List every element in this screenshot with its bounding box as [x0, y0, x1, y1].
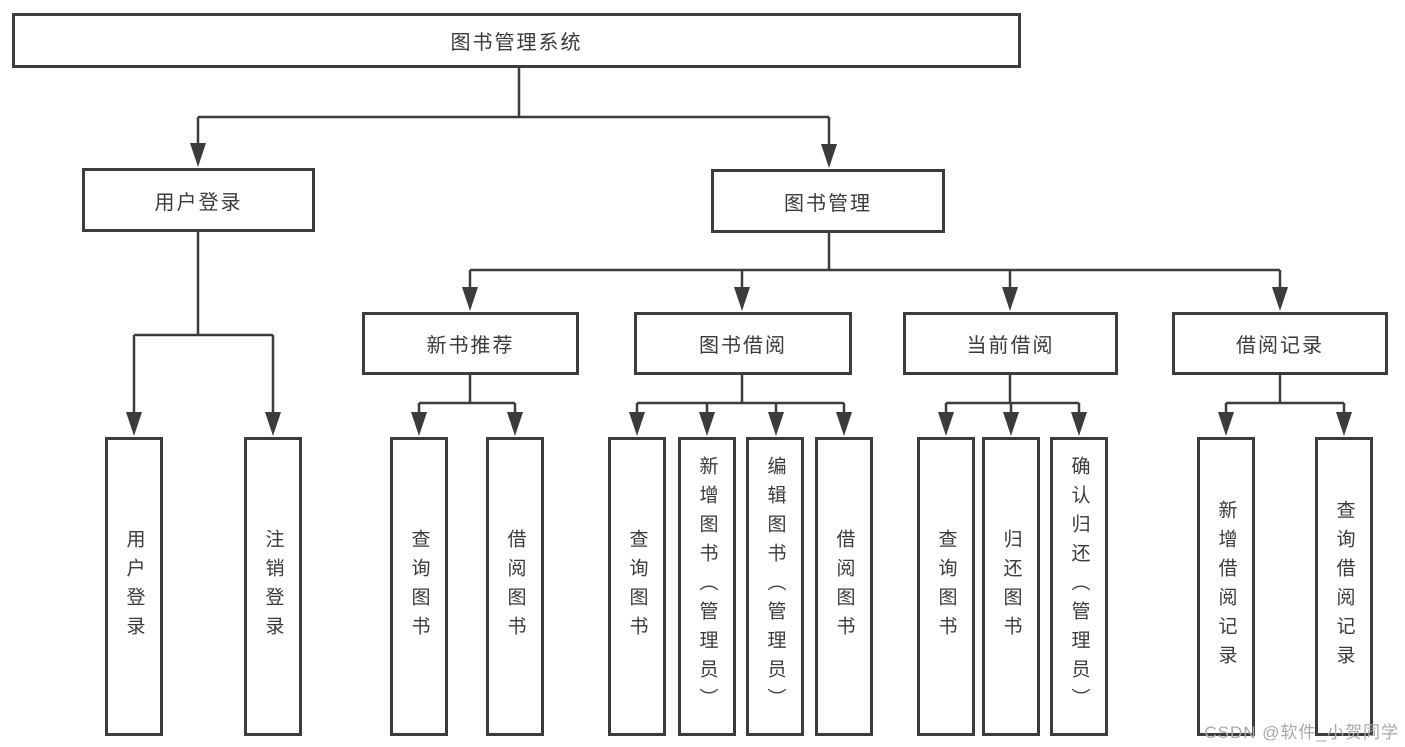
- leaf-recommend-borrow-books: 借阅图书: [486, 437, 544, 736]
- leaf-recommend-query-books: 查询图书: [390, 437, 448, 736]
- node-book-management: 图书管理: [711, 169, 945, 233]
- arrowheads: [126, 143, 1352, 436]
- csdn-watermark: CSDN @软件_小贺同学: [1204, 723, 1399, 742]
- node-book-borrow: 图书借阅: [634, 312, 852, 375]
- leaf-borrow-edit-books-admin: 编辑图书（管理员）: [746, 437, 804, 736]
- node-new-book-recommend: 新书推荐: [362, 312, 579, 375]
- node-user-login: 用户登录: [82, 168, 315, 232]
- leaf-borrow-borrow-books: 借阅图书: [815, 437, 873, 736]
- leaf-logout: 注销登录: [244, 437, 302, 736]
- leaf-borrow-query-books: 查询图书: [608, 437, 666, 736]
- leaf-records-add-record: 新增借阅记录: [1197, 437, 1255, 736]
- node-root: 图书管理系统: [12, 13, 1021, 68]
- node-current-borrow: 当前借阅: [903, 312, 1118, 375]
- node-borrow-records: 借阅记录: [1172, 312, 1388, 375]
- leaf-user-login: 用户登录: [105, 437, 163, 736]
- leaf-current-return-books: 归还图书: [982, 437, 1040, 736]
- leaf-borrow-add-books-admin: 新增图书（管理员）: [678, 437, 736, 736]
- leaf-current-query-books: 查询图书: [917, 437, 975, 736]
- leaf-current-confirm-return-admin: 确认归还（管理员）: [1050, 437, 1108, 736]
- leaf-records-query-record: 查询借阅记录: [1315, 437, 1373, 736]
